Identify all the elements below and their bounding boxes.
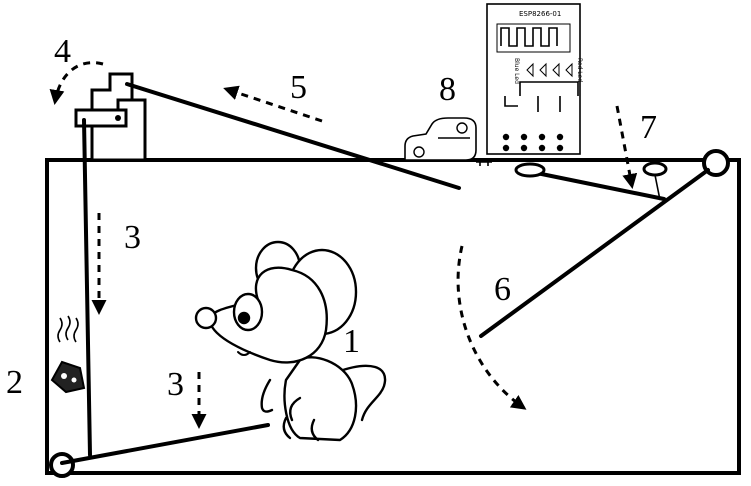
floor-plate <box>60 423 270 465</box>
label-4: 4 <box>54 33 71 70</box>
top-lever <box>125 82 461 190</box>
bait-icon <box>50 315 86 394</box>
spring-ring-left <box>514 162 546 178</box>
label-2: 2 <box>6 364 23 401</box>
label-6: 6 <box>494 271 511 308</box>
red-led-label: Red Led <box>576 58 583 82</box>
label-1: 1 <box>343 323 360 360</box>
spring-bar <box>520 168 666 201</box>
bottom-pivot <box>49 452 75 478</box>
bar-swing-arrow <box>456 245 527 410</box>
vertical-rod <box>82 118 92 457</box>
lever-arrow <box>223 85 323 123</box>
blue-led-label: Blue Led <box>513 58 520 84</box>
diagonal-bar <box>479 168 710 338</box>
trap-box <box>45 158 741 475</box>
module-title: ESP8266-01 <box>519 10 561 18</box>
spring-ring-right <box>642 161 668 177</box>
label-7: 7 <box>640 109 657 146</box>
hinge-assembly <box>74 72 147 162</box>
mouse-illustration <box>194 240 387 442</box>
label-5: 5 <box>290 69 307 106</box>
label-3-left: 3 <box>124 219 141 256</box>
servo-device <box>404 117 492 166</box>
top-right-pivot <box>702 149 730 177</box>
hinge-rotation-arrow <box>49 61 104 105</box>
label-8: 8 <box>439 71 456 108</box>
springs-arrow <box>615 105 638 189</box>
esp8266-module: ESP8266-01 Blue Led Red Led <box>486 3 583 155</box>
label-3-bottom: 3 <box>167 366 184 403</box>
